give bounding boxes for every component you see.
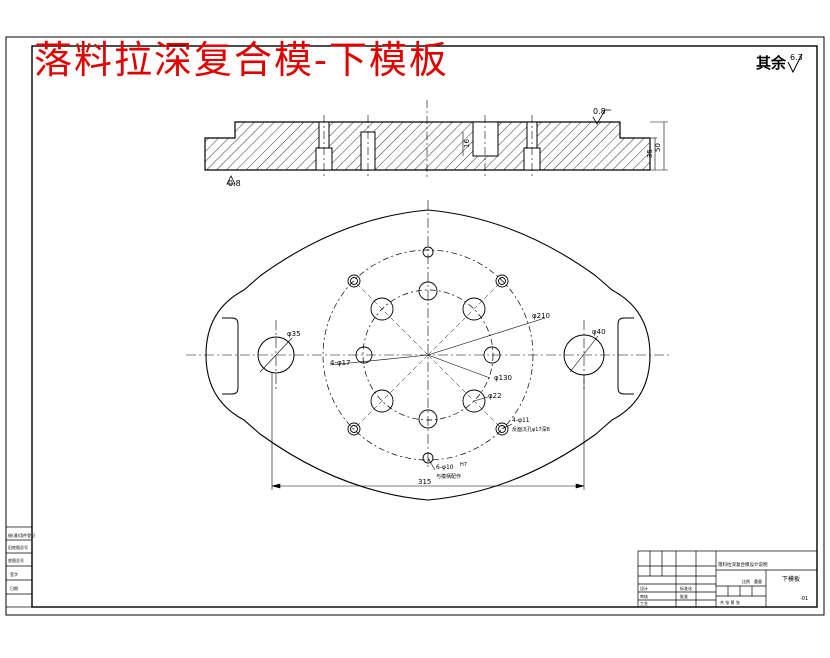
roughness-value: 6.3 — [790, 53, 803, 62]
dim-overall-width-line — [271, 372, 585, 490]
dim-center-holes: φ22 — [488, 392, 502, 400]
dim-pitch-small: φ130 — [494, 374, 512, 382]
plan-view: φ210 φ130 φ35 φ40 φ22 4-φ17 4-φ11 反面沉孔φ1… — [186, 200, 670, 501]
dim-inner-small: 16 — [463, 139, 471, 148]
dim-overall-width: 315 — [418, 478, 431, 486]
left-guide-hole — [257, 336, 295, 374]
dim-thickness-inner: 35 — [646, 149, 654, 158]
roughness-default-label: 其余 — [756, 54, 787, 72]
section-body — [204, 121, 651, 171]
svg-text:0.8: 0.8 — [228, 179, 241, 188]
note-bottom-holes-sub: 与模柄配作 — [436, 473, 461, 480]
title-block-code: -01 — [800, 596, 808, 602]
label-approve: 批准 — [680, 593, 688, 599]
left-strip: 借(通)用件登记 旧底图总号 底图总号 签字 日期 — [5, 526, 35, 608]
strip-row4: 签字 — [10, 571, 18, 577]
right-slot — [617, 317, 634, 395]
note-right-holes: 4-φ11 — [512, 417, 530, 424]
inner-frame — [31, 45, 818, 608]
pitch-circle-large — [322, 249, 534, 461]
roughness-symbol-default: 6.3 — [787, 53, 803, 74]
label-design: 设计 — [640, 585, 648, 591]
note-bottom-holes-tol: H7 — [460, 462, 467, 468]
roughness-symbol-top: 0.8 — [592, 107, 611, 125]
strip-row3: 底图总号 — [8, 557, 24, 563]
dim-right-hole: φ40 — [592, 328, 606, 336]
svg-text:0.8: 0.8 — [593, 107, 606, 116]
label-process: 工艺 — [640, 601, 648, 606]
dim-thickness-outer: 50 — [654, 143, 662, 152]
title-block-org: 落料拉深复合模设计说明 — [718, 561, 768, 568]
dim-pitch-large: φ210 — [532, 312, 550, 320]
roughness-symbol-bottom: 0.8 — [226, 175, 241, 188]
outer-border — [5, 36, 825, 616]
left-slot — [222, 317, 239, 395]
label-standard: 标准化 — [680, 585, 692, 591]
strip-row1: 借(通)用件登记 — [8, 532, 35, 538]
note-left-holes: 4-φ17 — [330, 359, 351, 367]
note-bottom-holes: 6-φ10 — [436, 464, 454, 471]
strip-row2: 旧底图总号 — [8, 544, 28, 550]
pitch-circle-small — [362, 289, 494, 421]
label-check: 审核 — [640, 593, 648, 599]
label-sheet: 共 张 第 张 — [720, 599, 740, 605]
dim-left-hole: φ35 — [287, 330, 301, 338]
section-view: 50 35 16 0.8 0.8 — [204, 100, 668, 188]
outer-holes — [347, 246, 509, 464]
title-block: 落料拉深复合模设计说明 下模板 -01 设计 审核 工艺 批准 标准化 比例 重… — [637, 550, 818, 608]
strip-row5: 日期 — [10, 585, 18, 591]
label-weight: 重量 — [754, 578, 762, 584]
label-scale: 比例 — [742, 578, 750, 584]
note-right-holes-sub: 反面沉孔φ17深8 — [512, 426, 550, 433]
sheet-number: 1 — [80, 48, 86, 59]
plate-outline — [205, 209, 651, 501]
right-guide-hole — [563, 334, 605, 376]
title-block-part-name: 下模板 — [782, 575, 800, 583]
inner-holes — [355, 281, 501, 429]
drawing-title: 落料拉深复合模-下模板 — [34, 38, 449, 82]
